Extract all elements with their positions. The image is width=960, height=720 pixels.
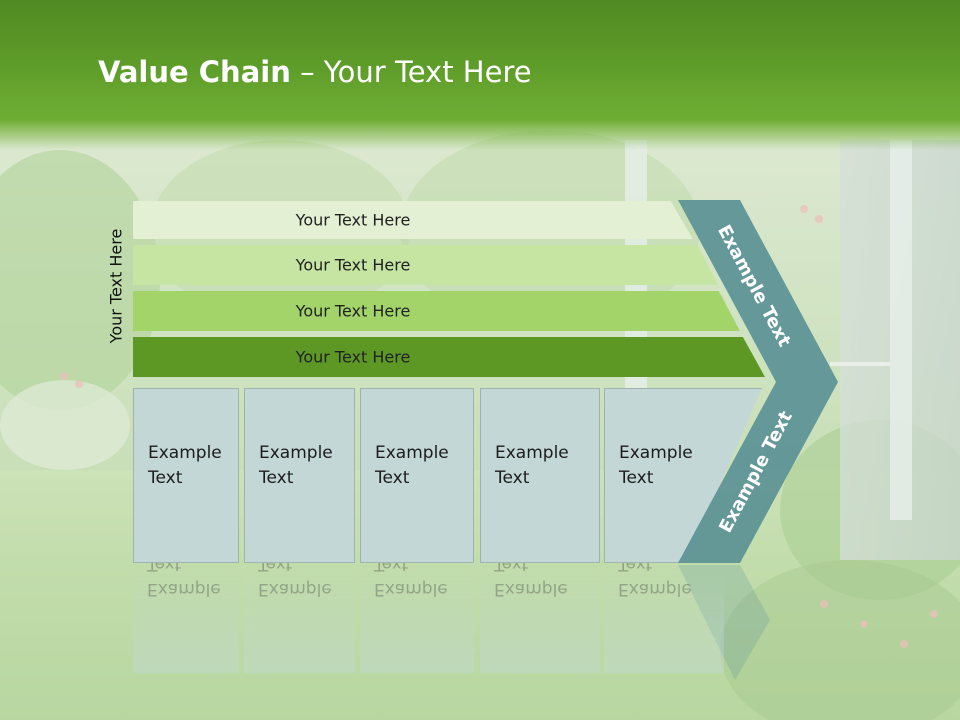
example-box-1: Example Text (133, 388, 239, 563)
example-box-4: Example Text (480, 388, 600, 563)
bar-1-label: Your Text Here (295, 210, 411, 230)
example-box-3-line1: Example (375, 443, 449, 463)
side-label: Your Text Here (106, 228, 126, 344)
bar-3-label: Your Text Here (295, 301, 411, 321)
title-rest: – Your Text Here (290, 55, 532, 89)
bush-bottom-right (720, 560, 960, 720)
flower (75, 380, 83, 388)
title-bar (0, 0, 960, 150)
title-bold: Value Chain (98, 55, 291, 89)
example-box-3-line2: Text (375, 468, 410, 488)
flower (60, 372, 68, 380)
flower (820, 600, 828, 608)
example-box-4-line1: Example (495, 443, 569, 463)
example-box-2-line1: Example (259, 443, 333, 463)
example-box-5-line2: Text (619, 468, 654, 488)
example-box-1-line1: Example (148, 443, 222, 463)
example-box-3: Example Text (360, 388, 474, 563)
example-box-5-line1: Example (619, 443, 693, 463)
bar-4: Your Text Here (133, 337, 765, 377)
porch-railing (830, 362, 890, 406)
slide-title: Value Chain – Your Text Here (98, 55, 532, 89)
bar-1: Your Text Here (133, 201, 693, 239)
bar-4-label: Your Text Here (295, 347, 411, 367)
example-box-2: Example Text (244, 388, 355, 563)
bar-2-label: Your Text Here (295, 255, 411, 275)
example-box-2-line2: Text (259, 468, 294, 488)
example-box-4-line2: Text (495, 468, 530, 488)
example-box-1-line2: Text (148, 468, 183, 488)
flower (900, 640, 908, 648)
bar-3: Your Text Here (133, 291, 740, 331)
bar-2: Your Text Here (133, 245, 718, 285)
bush-flower-left (0, 380, 130, 470)
flower (860, 620, 868, 628)
porch-pillar (890, 140, 912, 520)
flower (930, 610, 938, 618)
